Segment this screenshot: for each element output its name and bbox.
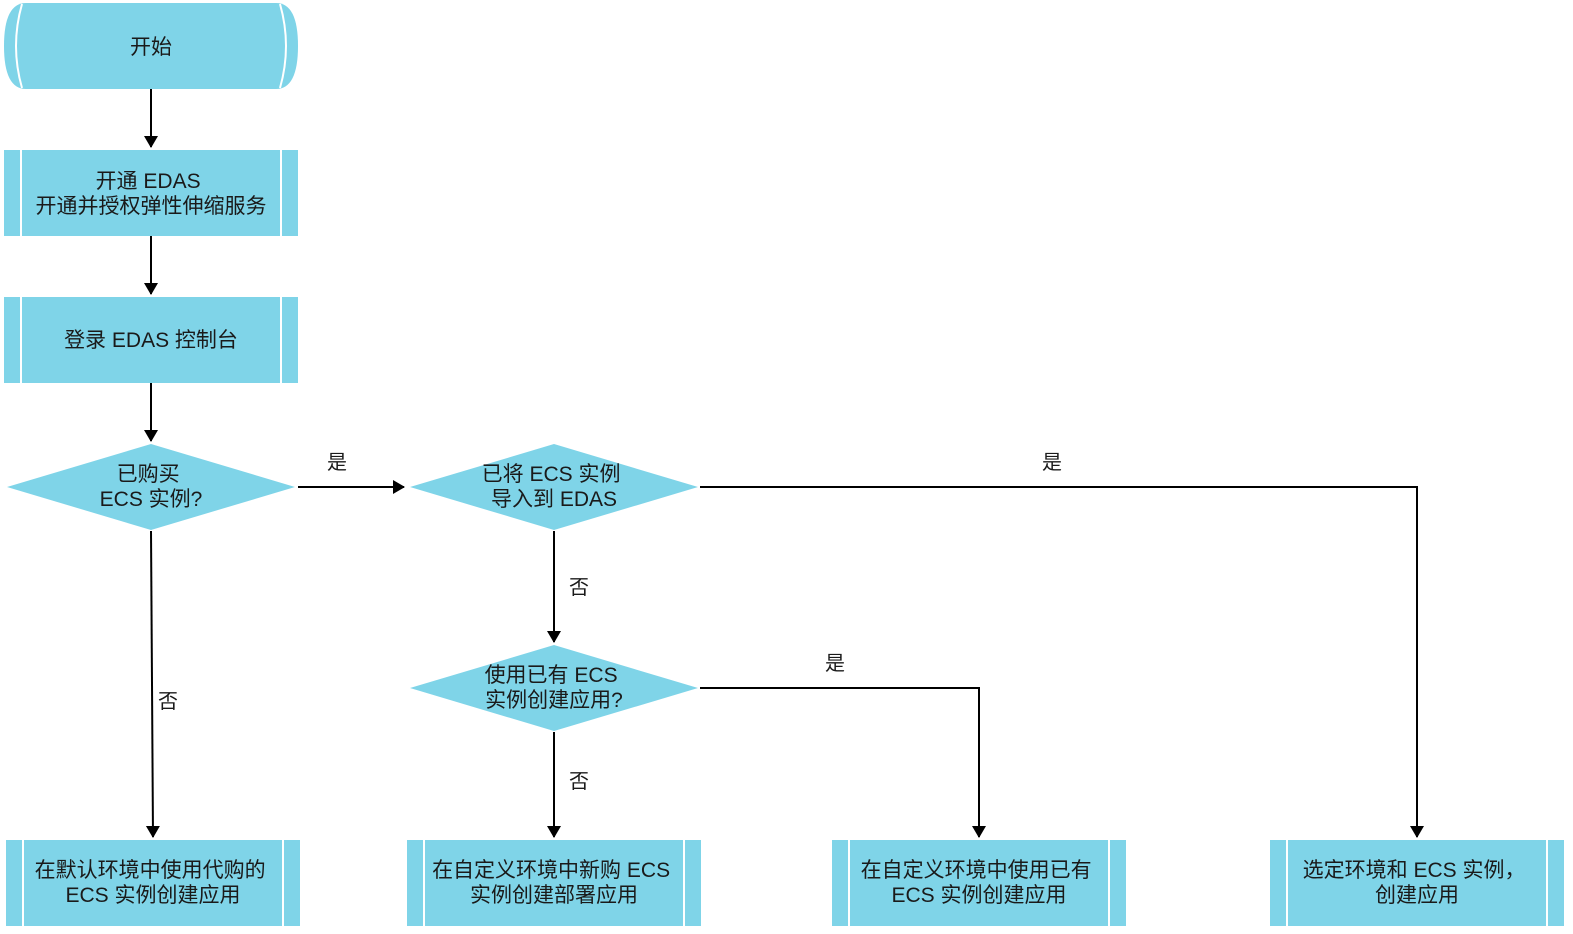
create-custom-new-line-2: 实例创建部署应用 bbox=[470, 884, 638, 907]
decision-imported-node[interactable]: 已将 ECS 实例 导入到 EDAS bbox=[410, 444, 698, 530]
decision-imported-line-2: 导入到 EDAS bbox=[491, 488, 617, 511]
edge-label-no-imported: 否 bbox=[569, 577, 589, 599]
edge-label-yes-imported: 是 bbox=[1042, 452, 1062, 474]
login-console-label: 登录 EDAS 控制台 bbox=[64, 329, 238, 352]
decision-purchased-line-1: 已购买 bbox=[117, 463, 180, 486]
decision-imported-line-1: 已将 ECS 实例 bbox=[482, 463, 621, 486]
start-node-line-1: 开始 bbox=[130, 36, 172, 59]
create-custom-existing-label: 在自定义环境中使用已有 ECS 实例创建应用 bbox=[861, 859, 1098, 907]
create-default-env-line-1: 在默认环境中使用代购的 bbox=[35, 859, 266, 882]
edge-purchased-no-to-default-env bbox=[145, 530, 160, 838]
create-default-env-node[interactable]: 在默认环境中使用代购的 ECS 实例创建应用 bbox=[6, 840, 300, 926]
decision-use-existing-line-2: 实例创建应用? bbox=[485, 689, 623, 712]
select-env-ecs-label: 选定环境和 ECS 实例， 创建应用 bbox=[1303, 859, 1532, 907]
create-custom-existing-line-2: ECS 实例创建应用 bbox=[891, 884, 1066, 907]
create-custom-existing-line-1: 在自定义环境中使用已有 bbox=[861, 859, 1092, 882]
create-custom-existing-node[interactable]: 在自定义环境中使用已有 ECS 实例创建应用 bbox=[832, 840, 1126, 926]
activate-edas-line-1: 开通 EDAS bbox=[96, 170, 201, 193]
decision-use-existing-line-1: 使用已有 ECS bbox=[485, 664, 618, 687]
create-custom-new-label: 在自定义环境中新购 ECS 实例创建部署应用 bbox=[432, 859, 676, 907]
create-custom-new-line-1: 在自定义环境中新购 ECS bbox=[432, 859, 670, 882]
select-env-ecs-line-2: 创建应用 bbox=[1375, 884, 1459, 907]
start-node[interactable]: 开始 bbox=[4, 3, 298, 89]
edge-label-yes-use-existing: 是 bbox=[825, 653, 845, 675]
create-default-env-label: 在默认环境中使用代购的 ECS 实例创建应用 bbox=[35, 859, 272, 907]
decision-imported-label: 已将 ECS 实例 导入到 EDAS bbox=[482, 463, 627, 511]
activate-edas-line-2: 开通并授权弹性伸缩服务 bbox=[36, 195, 267, 218]
activate-edas-label: 开通 EDAS 开通并授权弹性伸缩服务 bbox=[36, 170, 267, 218]
decision-purchased-node[interactable]: 已购买 ECS 实例? bbox=[7, 444, 295, 530]
decision-use-existing-label: 使用已有 ECS 实例创建应用? bbox=[485, 664, 624, 712]
create-custom-new-node[interactable]: 在自定义环境中新购 ECS 实例创建部署应用 bbox=[407, 840, 701, 926]
activate-edas-node[interactable]: 开通 EDAS 开通并授权弹性伸缩服务 bbox=[4, 150, 298, 236]
edge-label-yes-purchased: 是 bbox=[327, 452, 347, 474]
edge-label-no-use-existing: 否 bbox=[569, 771, 589, 793]
login-console-node[interactable]: 登录 EDAS 控制台 bbox=[4, 297, 298, 383]
start-node-label: 开始 bbox=[130, 36, 172, 59]
login-console-line-1: 登录 EDAS 控制台 bbox=[64, 329, 238, 352]
decision-purchased-label: 已购买 ECS 实例? bbox=[100, 463, 203, 511]
decision-purchased-line-2: ECS 实例? bbox=[100, 488, 203, 511]
edge-use-existing-yes-to-custom-existing bbox=[700, 687, 986, 838]
edge-imported-yes-to-select-env bbox=[700, 486, 1424, 838]
select-env-ecs-node[interactable]: 选定环境和 ECS 实例， 创建应用 bbox=[1270, 840, 1564, 926]
select-env-ecs-line-1: 选定环境和 ECS 实例， bbox=[1303, 859, 1526, 882]
create-default-env-line-2: ECS 实例创建应用 bbox=[65, 884, 240, 907]
edge-label-no-purchased: 否 bbox=[158, 691, 178, 713]
decision-use-existing-node[interactable]: 使用已有 ECS 实例创建应用? bbox=[410, 645, 698, 731]
